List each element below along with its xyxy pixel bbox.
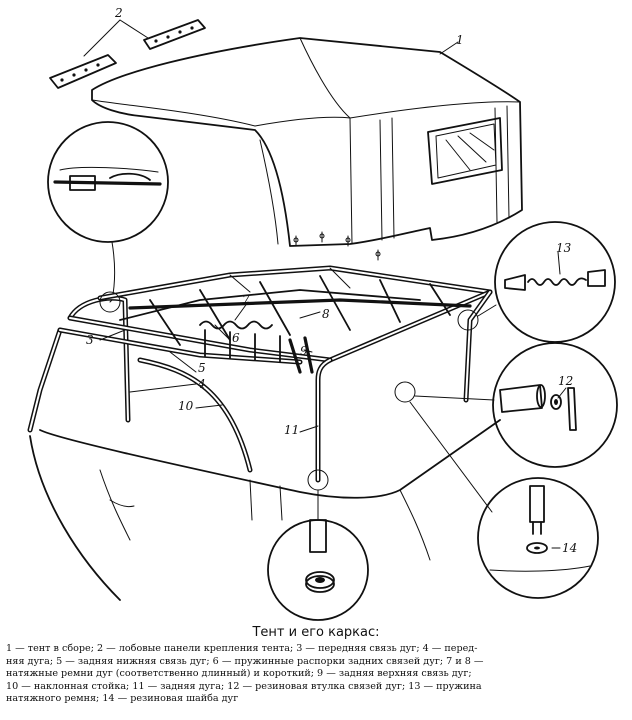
callout-12: 12 [558, 374, 573, 388]
callout-10: 10 [178, 399, 194, 413]
callout-14: 14 [562, 541, 577, 555]
callout-6: 6 [232, 331, 240, 345]
callout-1: 1 [456, 33, 464, 47]
leader-6 [214, 324, 231, 341]
caption-line: 1 — тент в сборе; 2 — лобовые панели кре… [6, 643, 478, 654]
front-panel-right [143, 19, 206, 50]
detail-circle-spring [494, 221, 616, 343]
leader-11 [299, 425, 319, 433]
figure-caption-legend: 1 — тент в сборе; 2 — лобовые панели кре… [6, 643, 628, 706]
front-panel-left [49, 54, 117, 89]
callout-13: 13 [556, 241, 572, 255]
callout-4: 4 [197, 377, 206, 391]
callout-11: 11 [284, 423, 299, 437]
tent-assembly [91, 37, 523, 261]
detail-circle-washer-right [477, 477, 599, 599]
detail-circle-bushing [492, 342, 618, 468]
marker-joint-right [457, 309, 479, 331]
diagram-canvas: 1 2 3 4 5 6 7 8 9 10 11 12 13 14 [27, 6, 618, 621]
leader-to-12 [414, 395, 495, 401]
callout-9: 9 [300, 344, 308, 358]
callout-7: 7 [242, 293, 250, 307]
figure-caption-title: Тент и его каркас: [252, 625, 380, 640]
leader-3 [99, 329, 126, 341]
frame-bows [27, 265, 493, 483]
leader-9 [303, 349, 313, 353]
caption-line: натяжного ремня; 14 — резиновая шайба ду… [6, 693, 239, 705]
leader-detail-1 [109, 299, 113, 303]
vehicle-body [29, 419, 501, 601]
leader-1 [439, 41, 459, 55]
caption-line: натяжные ремни дуг (соответственно длинн… [6, 668, 472, 680]
caption-line: 10 — наклонная стойка; 11 — задняя дуга;… [6, 680, 482, 692]
detail-circle-belt [47, 121, 169, 301]
leader-to-13 [477, 304, 497, 317]
detail-circle-washer-bottom [267, 519, 369, 621]
leader-to-14 [409, 401, 493, 513]
callout-3: 3 [86, 333, 94, 347]
caption-line: няя дуга; 5 — задняя нижняя связь дуг; 6… [6, 655, 484, 667]
marker-joint-front [99, 291, 121, 313]
leader-2 [83, 19, 149, 57]
leader-8 [299, 311, 321, 319]
callout-2: 2 [114, 6, 123, 20]
leader-10 [195, 404, 223, 409]
leader-7 [234, 301, 249, 321]
leader-4 [129, 383, 197, 393]
callout-8: 8 [322, 307, 330, 321]
leader-5 [169, 351, 197, 373]
tent-frame-diagram: 1 2 3 4 5 6 7 8 9 10 11 12 13 14 [27, 6, 618, 621]
callout-5: 5 [198, 361, 206, 375]
marker-joint-rear [394, 381, 416, 403]
